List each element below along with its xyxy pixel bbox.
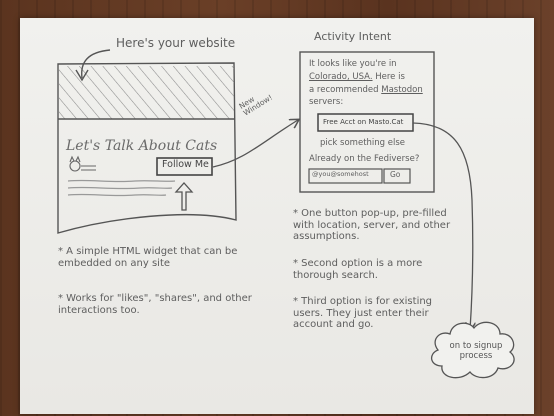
intent-location: Colorado, USA. <box>309 72 373 82</box>
intent-recommended: a recommended <box>309 85 379 95</box>
account-input[interactable]: @you@somehost <box>312 170 369 178</box>
website-header-hatched <box>59 66 234 119</box>
go-button-outline <box>383 168 411 184</box>
pick-something-else-link[interactable]: pick something else <box>320 138 406 148</box>
content-scribbles <box>67 179 176 197</box>
right-note-2: * Second option is a more thorough searc… <box>293 258 423 281</box>
activity-intent-popup-frame <box>299 51 435 193</box>
up-arrow-icon <box>174 182 194 211</box>
recommend-button-outline <box>317 113 414 132</box>
left-title: Here's your website <box>116 36 236 50</box>
signup-cloud-shape <box>431 321 515 379</box>
left-note-1: * A simple HTML widget that can be embed… <box>58 246 238 269</box>
cat-avatar-icon <box>69 155 96 172</box>
intent-line-2: Colorado, USA. Here is <box>309 72 405 83</box>
right-note-1: * One button pop-up, pre-filled with loc… <box>293 208 451 242</box>
follow-button-outline <box>156 157 213 176</box>
follow-me-button[interactable]: Follow Me <box>162 159 209 170</box>
already-on-fediverse: Already on the Fediverse? <box>309 154 420 164</box>
signup-cloud-label: on to signup process <box>449 341 503 361</box>
left-note-2: * Works for "likes", "shares", and other… <box>58 293 252 316</box>
go-button[interactable]: Go <box>390 170 401 179</box>
signup-arrow <box>412 122 473 330</box>
site-heading: Let's Talk About Cats <box>66 138 218 154</box>
account-input-outline <box>308 168 383 184</box>
right-note-3: * Third option is for existing users. Th… <box>293 296 433 330</box>
website-frame <box>57 62 237 234</box>
recommend-button[interactable]: Free Acct on Masto.Cat <box>323 118 404 126</box>
right-title: Activity Intent <box>314 30 392 43</box>
intent-line-3: a recommended Mastodon <box>309 85 423 96</box>
new-window-arrow <box>212 120 298 168</box>
intent-servers: servers: <box>309 97 344 107</box>
intent-network: Mastodon <box>381 85 423 95</box>
pointer-arrowhead <box>75 69 89 82</box>
intent-line-1: It looks like you're in <box>309 59 397 69</box>
pointer-arrow-to-website <box>81 49 111 79</box>
intent-here-is: Here is <box>375 72 405 82</box>
